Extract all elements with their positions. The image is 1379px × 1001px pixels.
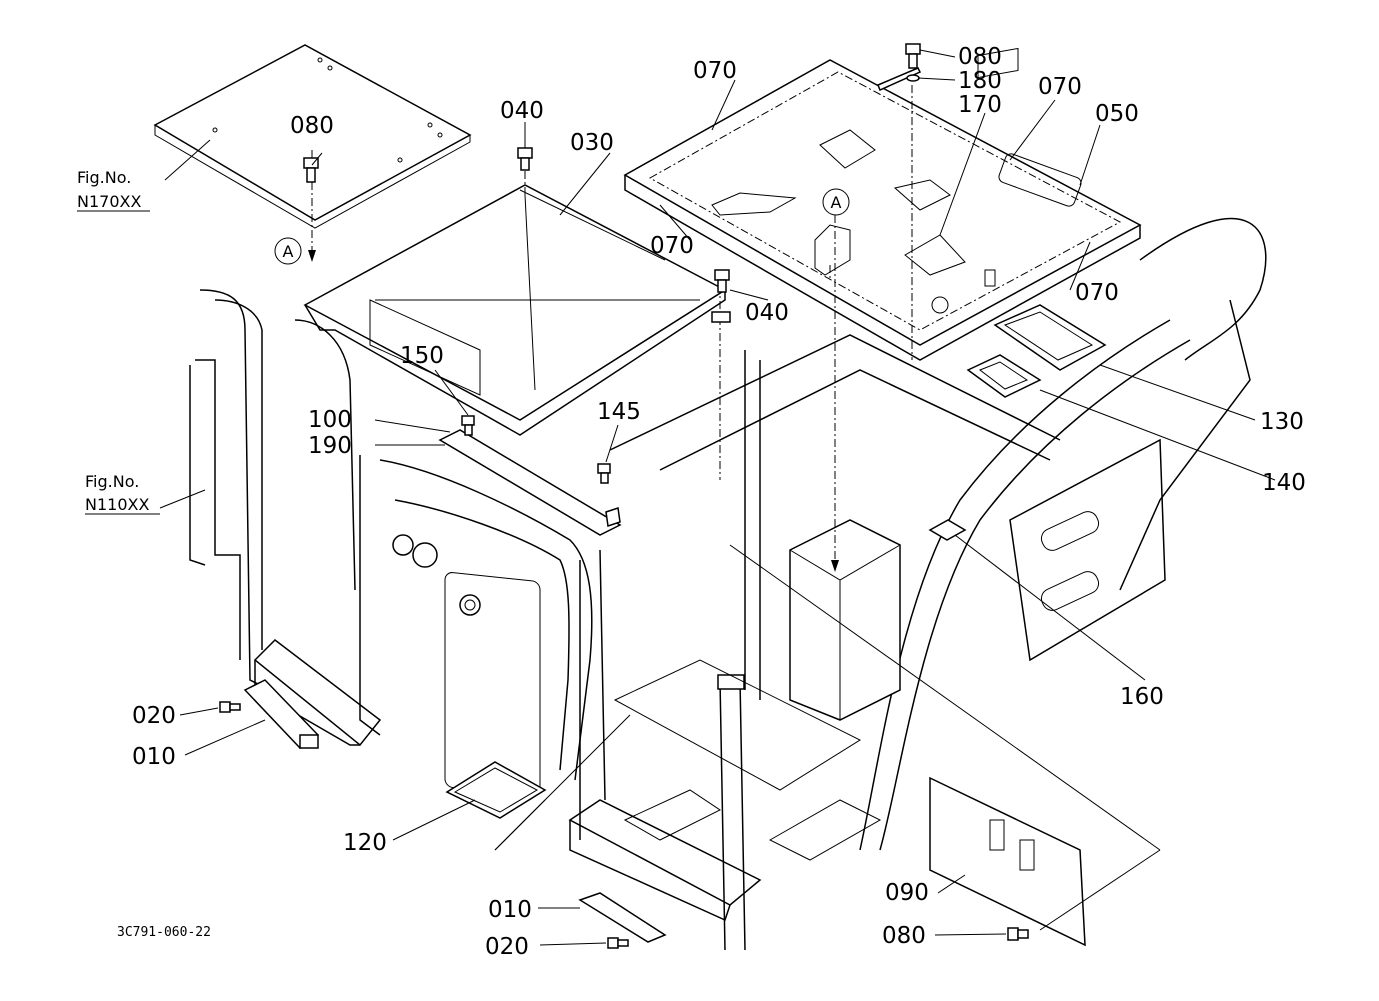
label-170: 170 (958, 92, 1002, 118)
cover-090 (929, 776, 1086, 947)
label-030: 030 (570, 130, 614, 156)
view-marker-a-left-text: A (283, 242, 294, 261)
plate-010-bottom (578, 892, 667, 943)
label-100: 100 (308, 407, 352, 433)
cover-120 (445, 761, 547, 819)
bolt-150 (461, 415, 475, 436)
fig-ref-n170-line1: Fig.No. (77, 168, 131, 187)
fig-ref-n170-line2: N170XX (77, 192, 141, 211)
label-010: 010 (488, 897, 532, 923)
bolt-020-bottom (607, 937, 629, 949)
top-cover-plate (153, 44, 472, 262)
fig-ref-n170: Fig.No. N170XX (77, 168, 150, 212)
bracket-170 (877, 67, 922, 92)
plate-160 (928, 519, 967, 541)
bolt-145 (597, 463, 621, 527)
label-130: 130 (1260, 409, 1304, 435)
label-070: 070 (1038, 74, 1082, 100)
fig-ref-n110-line2: N110XX (85, 495, 149, 514)
label-070: 070 (693, 58, 737, 84)
label-160: 160 (1120, 684, 1164, 710)
fig-ref-n110: Fig.No. N110XX (85, 472, 160, 515)
label-190: 190 (308, 433, 352, 459)
label-070: 070 (650, 233, 694, 259)
label-090: 090 (885, 880, 929, 906)
label-080: 080 (958, 44, 1002, 70)
label-050: 050 (1095, 101, 1139, 127)
label-020: 020 (132, 703, 176, 729)
label-080: 080 (290, 113, 334, 139)
view-marker-a-right: A (822, 188, 850, 216)
cab-frame (189, 217, 1267, 951)
label-040: 040 (500, 98, 544, 124)
label-070: 070 (1075, 280, 1119, 306)
label-120: 120 (343, 830, 387, 856)
bolt-040-a (517, 147, 533, 171)
seal-140 (966, 354, 1042, 398)
bolt-080-bottom (1007, 927, 1029, 941)
panel-030 (303, 155, 727, 480)
label-010: 010 (132, 744, 176, 770)
bolt-080-top-left (303, 157, 319, 183)
part-labels: 080 040 030 070 080 180 170 070 050 070 … (132, 44, 1306, 960)
label-140: 140 (1262, 470, 1306, 496)
strip-100 (438, 429, 622, 536)
roof-panel (623, 47, 1142, 572)
bolt-040-b (711, 269, 731, 323)
bolt-020-left (219, 701, 241, 713)
view-marker-a-right-text: A (831, 193, 842, 212)
label-150: 150 (400, 343, 444, 369)
plate-010-left (243, 679, 320, 749)
label-145: 145 (597, 399, 641, 425)
leader-lines (159, 49, 1276, 946)
label-080: 080 (882, 923, 926, 949)
label-180: 180 (958, 68, 1002, 94)
washer-180 (906, 74, 920, 82)
drawing-number: 3C791-060-22 (117, 925, 211, 940)
seal-130 (993, 304, 1107, 371)
label-040: 040 (745, 300, 789, 326)
view-marker-a-left: A (274, 237, 302, 265)
fig-ref-n110-line1: Fig.No. (85, 472, 139, 491)
bolt-080-roof (905, 43, 921, 69)
label-020: 020 (485, 934, 529, 960)
